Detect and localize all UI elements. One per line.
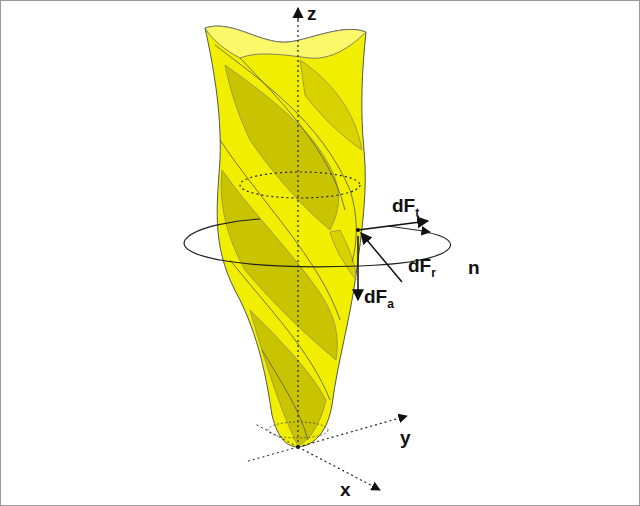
force-label: dFr bbox=[408, 256, 436, 275]
force-label: dFa bbox=[364, 287, 394, 306]
axis-label: n bbox=[468, 258, 480, 277]
axis-label: y bbox=[400, 428, 411, 447]
axis-label: z bbox=[307, 4, 317, 23]
force-label: dFt bbox=[392, 196, 419, 215]
axis-label: x bbox=[340, 480, 351, 499]
